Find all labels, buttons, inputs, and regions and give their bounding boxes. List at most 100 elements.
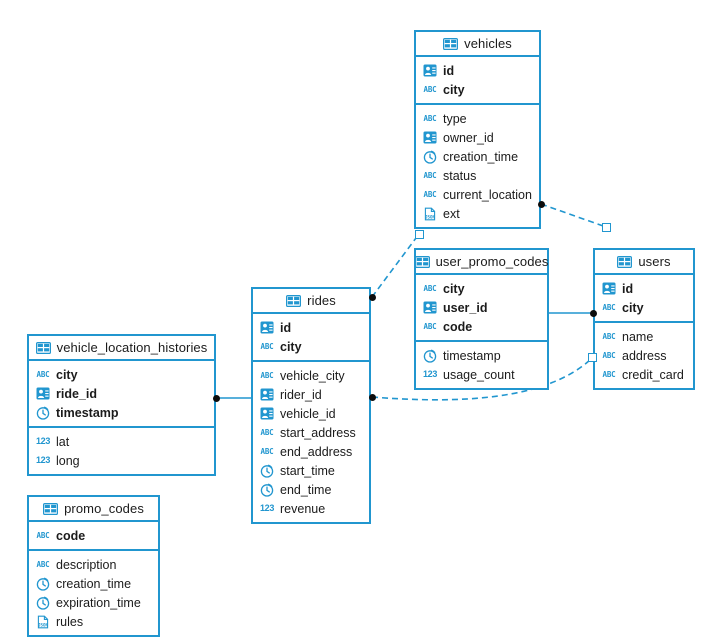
table-grid-icon (414, 255, 430, 268)
field-label: city (56, 367, 78, 382)
entity-header-vehicle_location_histories[interactable]: vehicle_location_histories (29, 336, 214, 361)
field-id[interactable]: id (416, 61, 539, 80)
field-rider_id[interactable]: rider_id (253, 385, 369, 404)
entity-header-vehicles[interactable]: vehicles (416, 32, 539, 57)
field-timestamp[interactable]: timestamp (416, 346, 547, 365)
field-label: revenue (280, 501, 326, 516)
field-label: creation_time (56, 576, 132, 591)
table-grid-icon (443, 37, 459, 50)
field-vehicle_id[interactable]: vehicle_id (253, 404, 369, 423)
abc-text-icon: ABC (260, 427, 274, 437)
svg-text:JSON: JSON (38, 622, 48, 627)
field-label: description (56, 557, 117, 572)
field-label: start_address (280, 425, 356, 440)
id-badge-icon (260, 388, 274, 402)
rel-rides-users-source-dot (368, 393, 376, 401)
clock-icon (36, 406, 50, 420)
abc-text-icon: ABC (602, 350, 616, 360)
rel-vehicles-users[interactable] (540, 203, 607, 228)
field-label: city (443, 82, 465, 97)
field-label: id (443, 63, 455, 78)
field-user_id[interactable]: user_id (416, 298, 547, 317)
field-creation_time[interactable]: creation_time (416, 147, 539, 166)
table-grid-icon (35, 341, 51, 354)
number-icon: 123 (422, 369, 438, 379)
rel-users-user_promo_codes-source-dot (589, 309, 597, 317)
abc-text-icon: ABC (36, 530, 50, 540)
entity-header-rides[interactable]: rides (253, 289, 369, 314)
field-label: timestamp (443, 348, 501, 363)
field-label: rider_id (280, 387, 322, 402)
field-label: name (622, 329, 654, 344)
number-icon: 123 (259, 503, 275, 513)
rel-vehicles-users-target-square (601, 222, 611, 232)
field-label: creation_time (443, 149, 519, 164)
field-id[interactable]: id (595, 279, 693, 298)
entity-header-user_promo_codes[interactable]: user_promo_codes (414, 250, 548, 275)
field-id[interactable]: id (253, 318, 369, 337)
clock-icon (423, 349, 437, 363)
field-city[interactable]: ABC city (29, 365, 214, 384)
field-label: start_time (280, 463, 335, 478)
field-expiration_time[interactable]: expiration_time (29, 593, 158, 612)
abc-text-icon: ABC (36, 369, 50, 379)
field-label: status (443, 168, 477, 183)
table-grid-icon (43, 502, 59, 515)
field-label: rules (56, 614, 84, 629)
field-timestamp[interactable]: timestamp (29, 403, 214, 422)
table-grid-icon (617, 255, 633, 268)
field-ride_id[interactable]: ride_id (29, 384, 214, 403)
entity-title: vehicles (464, 36, 512, 51)
rel-rides-users-target-square (587, 352, 597, 362)
entity-header-users[interactable]: users (595, 250, 693, 275)
field-owner_id[interactable]: owner_id (416, 128, 539, 147)
field-start_time[interactable]: start_time (253, 461, 369, 480)
id-badge-icon (36, 387, 50, 401)
field-start_address[interactable]: ABC start_address (253, 423, 369, 442)
rel-rides-vehicles[interactable] (371, 233, 420, 298)
field-creation_time[interactable]: creation_time (29, 574, 158, 593)
field-rules[interactable]: JSON rules (29, 612, 158, 631)
entity-header-promo_codes[interactable]: promo_codes (29, 497, 158, 522)
field-end_time[interactable]: end_time (253, 480, 369, 499)
clock-icon (260, 483, 274, 497)
field-label: type (443, 111, 467, 126)
field-label: code (443, 319, 473, 334)
field-revenue[interactable]: 123 revenue (253, 499, 369, 518)
field-label: city (622, 300, 644, 315)
